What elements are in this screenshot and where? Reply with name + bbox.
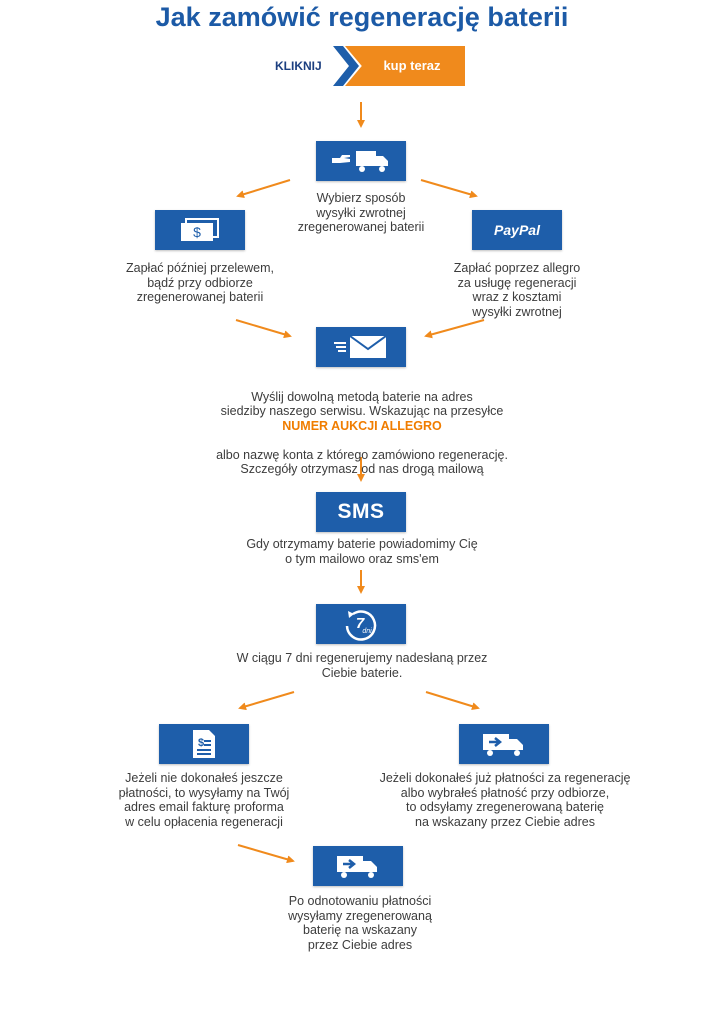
delivery-truck-icon xyxy=(483,734,523,756)
not-paid-text: Jeżeli nie dokonałeś jeszcze płatności, … xyxy=(118,771,290,829)
hand-truck-icon xyxy=(332,151,388,172)
buy-now-button[interactable]: kup teraz xyxy=(345,46,465,86)
arrow-5 xyxy=(424,319,485,339)
pay-later-box: $ xyxy=(155,210,245,250)
seven-label: 7 xyxy=(356,615,365,632)
regenerate-box: 7 dni xyxy=(316,604,406,644)
final-shipping-box xyxy=(313,846,403,886)
invoice-box: $ xyxy=(159,724,249,764)
seven-days-clock-icon: 7 dni xyxy=(345,610,377,641)
arrow-8 xyxy=(238,691,295,711)
auction-number-highlight: NUMER AUKCJI ALLEGRO xyxy=(282,418,442,433)
send-battery-box xyxy=(316,327,406,367)
arrow-9 xyxy=(425,691,480,711)
send-battery-text-2: albo nazwę konta z którego zamówiono reg… xyxy=(216,447,508,477)
paid-shipping-box xyxy=(459,724,549,764)
pay-allegro-text: Zapłać poprzez allegro za usługę regener… xyxy=(453,261,581,319)
invoice-dollar-icon: $ xyxy=(198,737,204,749)
cash-icon: $ xyxy=(181,218,219,241)
days-label: dni xyxy=(362,628,372,635)
paypal-logo-icon: PayPal xyxy=(494,222,540,238)
chevron-right-icon xyxy=(333,46,359,86)
page-title: Jak zamówić regenerację baterii xyxy=(155,2,569,32)
arrow-2 xyxy=(236,179,291,199)
arrow-3 xyxy=(420,179,478,199)
send-battery-text-1: Wyślij dowolną metodą baterie na adres s… xyxy=(220,389,504,419)
send-battery-text: Wyślij dowolną metodą baterie na adres s… xyxy=(160,375,564,477)
arrow-10 xyxy=(237,844,295,864)
arrow-4 xyxy=(235,319,292,339)
sms-icon: SMS xyxy=(337,500,385,523)
invoice-icon: $ xyxy=(193,730,215,758)
shipping-choice-text: Wybierz sposób wysyłki zwrotnej zregener… xyxy=(297,191,425,234)
buy-now-banner[interactable]: KLIKNIJ kup teraz xyxy=(265,46,465,86)
shipping-choice-box xyxy=(316,141,406,181)
sms-box: SMS xyxy=(316,492,406,532)
pay-later-text: Zapłać później przelewem, bądź przy odbi… xyxy=(126,261,274,304)
envelope-icon xyxy=(334,335,387,358)
final-ship-text: Po odnotowaniu płatności wysyłamy zregen… xyxy=(288,894,432,952)
sms-notify-text: Gdy otrzymamy baterie powiadomimy Cię o … xyxy=(246,537,478,566)
dollar-sign-icon: $ xyxy=(193,224,201,240)
paypal-box: PayPal xyxy=(472,210,562,250)
regenerate-text: W ciągu 7 dni regenerujemy nadesłaną prz… xyxy=(236,651,488,680)
paid-text: Jeżeli dokonałeś już płatności za regene… xyxy=(379,771,631,829)
delivery-truck-icon xyxy=(337,856,377,878)
